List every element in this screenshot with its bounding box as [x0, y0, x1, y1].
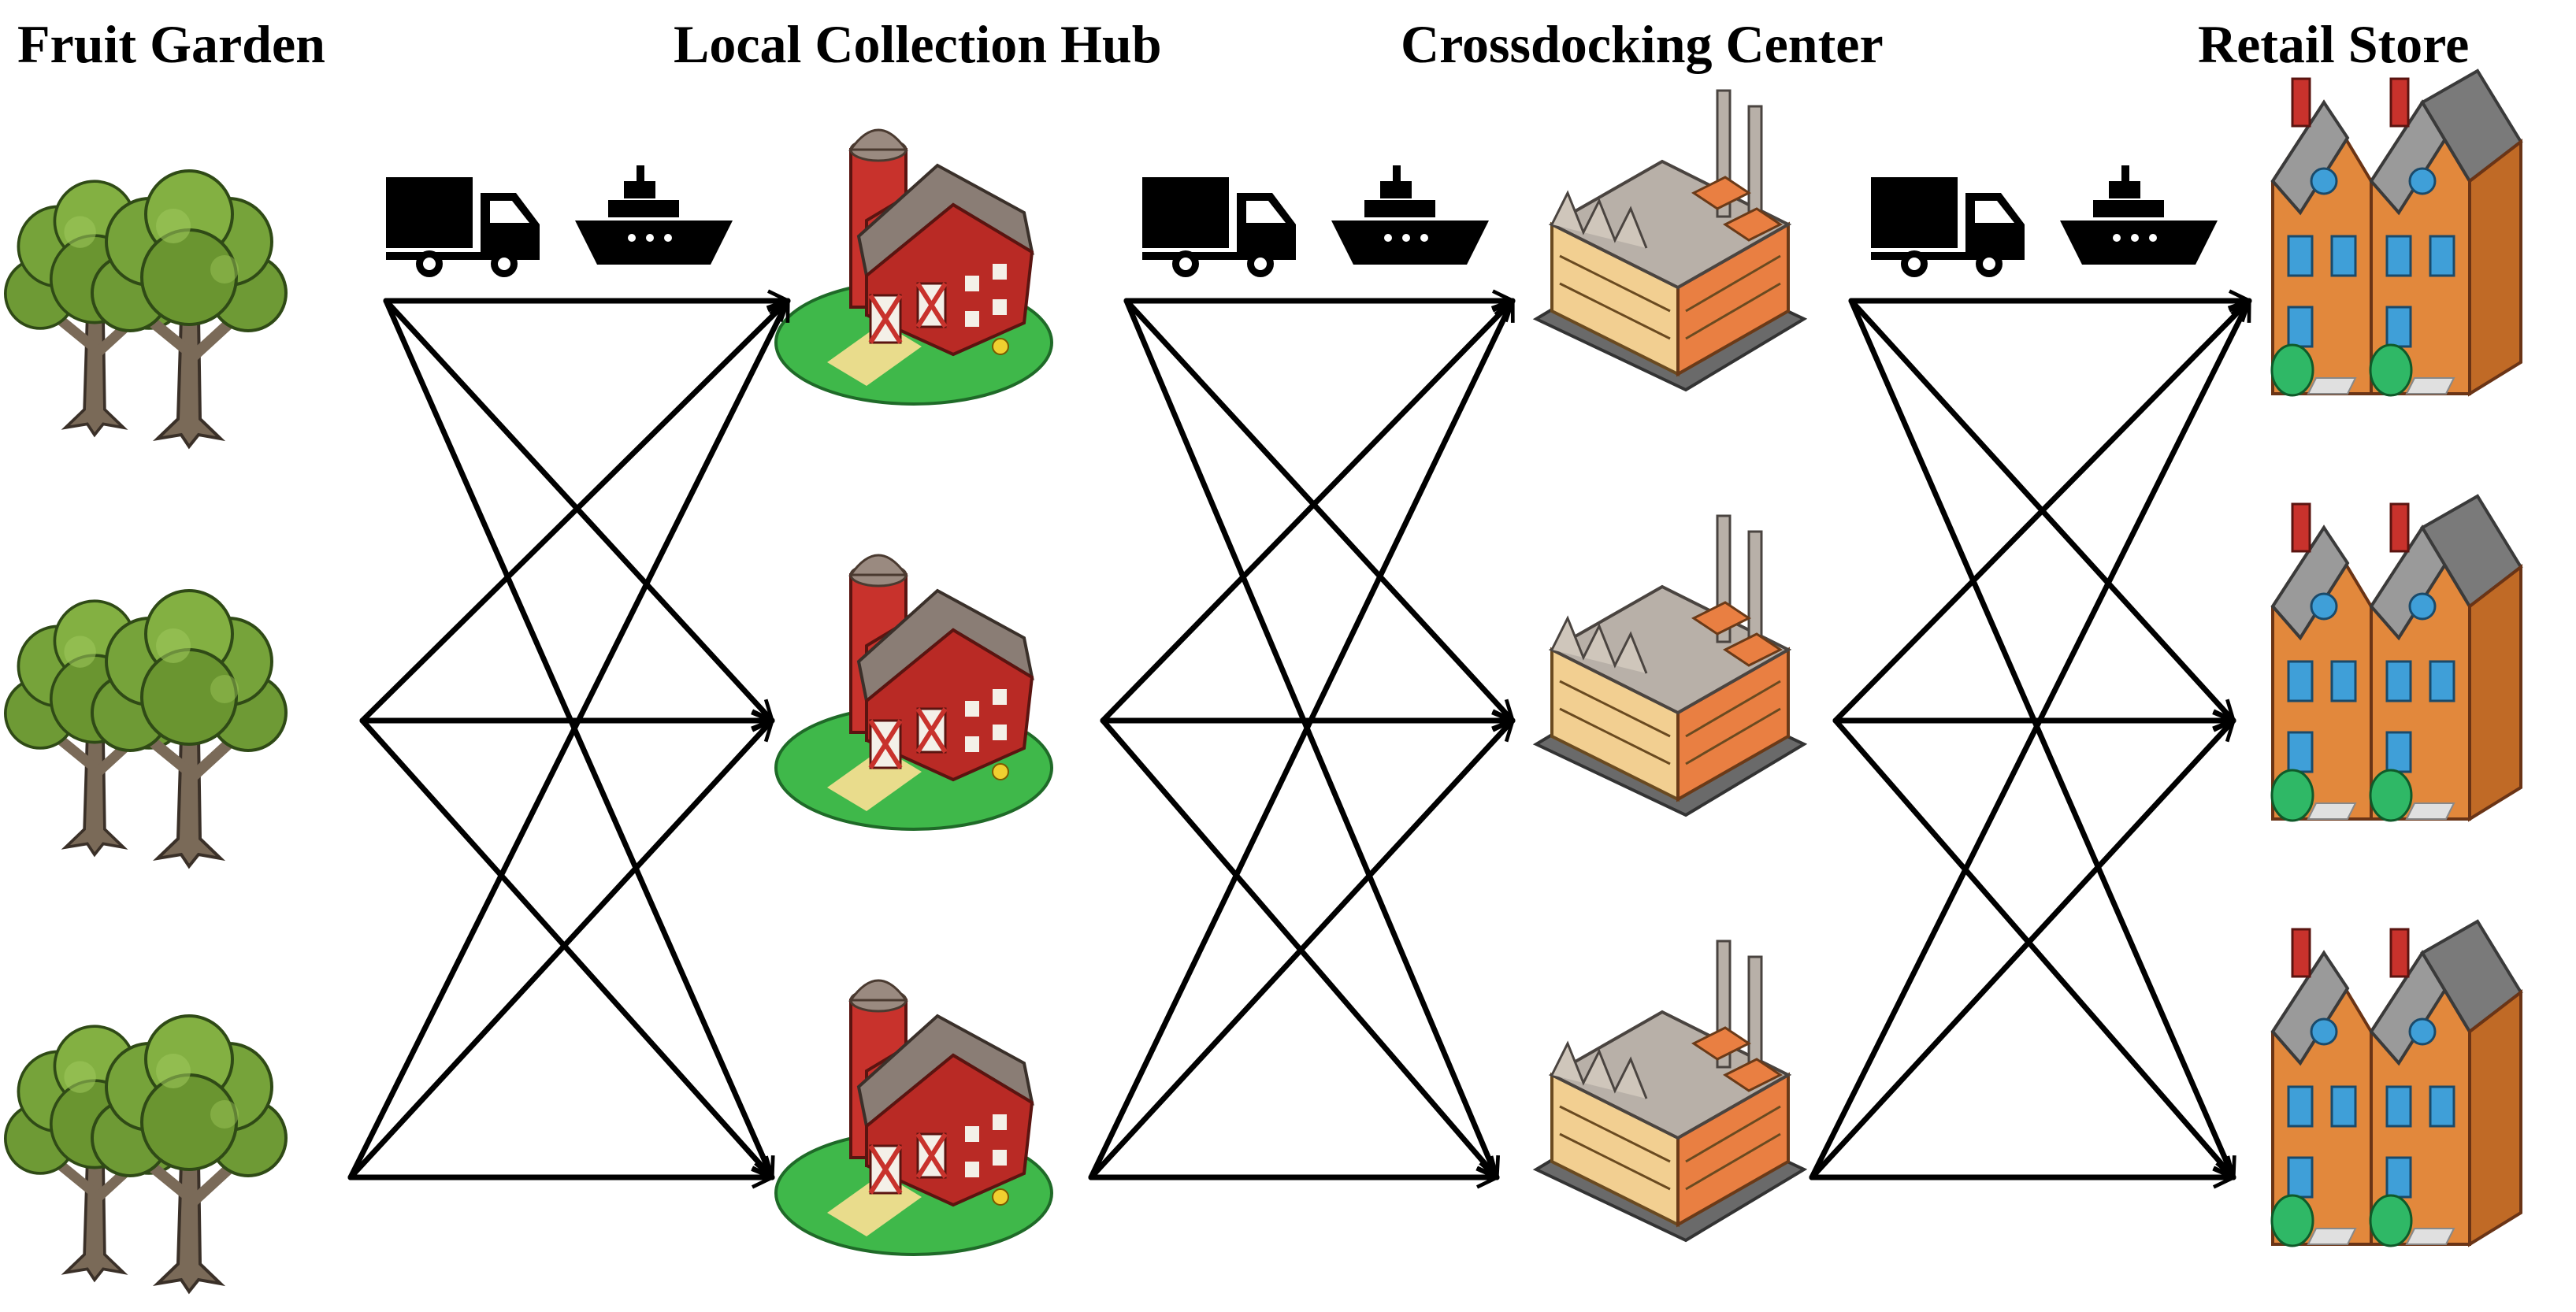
flow-arrow: [383, 298, 772, 1177]
stage-title-crossdocking-center: Crossdocking Center: [1401, 14, 1884, 74]
barn-silo-icon: [776, 130, 1052, 404]
flow-arrow: [1809, 301, 2252, 1180]
transport-layer: [386, 165, 2218, 277]
ship-icon: [575, 165, 733, 265]
ship-icon: [2060, 165, 2218, 265]
flow-arrow: [383, 298, 772, 721]
fruit-tree-icon: [6, 591, 286, 866]
stage-title-fruit-garden: Fruit Garden: [17, 14, 325, 74]
townhouse-icon: [2270, 495, 2522, 822]
ship-icon: [1331, 165, 1489, 265]
flow-arrow: [1123, 298, 1513, 721]
arrows-layer: [347, 298, 2252, 1180]
townhouse-icon: [2270, 69, 2522, 397]
fruit-tree-icon: [6, 1016, 286, 1292]
truck-icon: [386, 177, 540, 277]
factory-icon: [1535, 940, 1806, 1242]
flow-arrow: [1088, 721, 1513, 1180]
factory-icon: [1535, 514, 1806, 817]
flow-arrow: [347, 721, 772, 1180]
fruit-tree-icon: [6, 171, 286, 447]
flow-arrow: [347, 301, 791, 1180]
flow-arrow: [359, 301, 788, 724]
stage-title-local-collection-hub: Local Collection Hub: [674, 14, 1162, 74]
truck-icon: [1871, 177, 2025, 277]
flow-arrow: [1123, 298, 1497, 1177]
barn-silo-icon: [776, 555, 1052, 829]
stage-title-retail-store: Retail Store: [2198, 14, 2470, 74]
flow-arrow: [1100, 301, 1513, 724]
flow-arrow: [1088, 301, 1516, 1180]
factory-icon: [1535, 89, 1806, 391]
barn-silo-icon: [776, 980, 1052, 1255]
townhouse-icon: [2270, 920, 2522, 1247]
flow-arrow: [1809, 721, 2233, 1180]
flow-arrow: [1848, 298, 2233, 1177]
flow-arrow: [359, 717, 772, 1177]
truck-icon: [1142, 177, 1296, 277]
flow-arrow: [1832, 301, 2249, 724]
flow-arrow: [1832, 717, 2233, 1177]
